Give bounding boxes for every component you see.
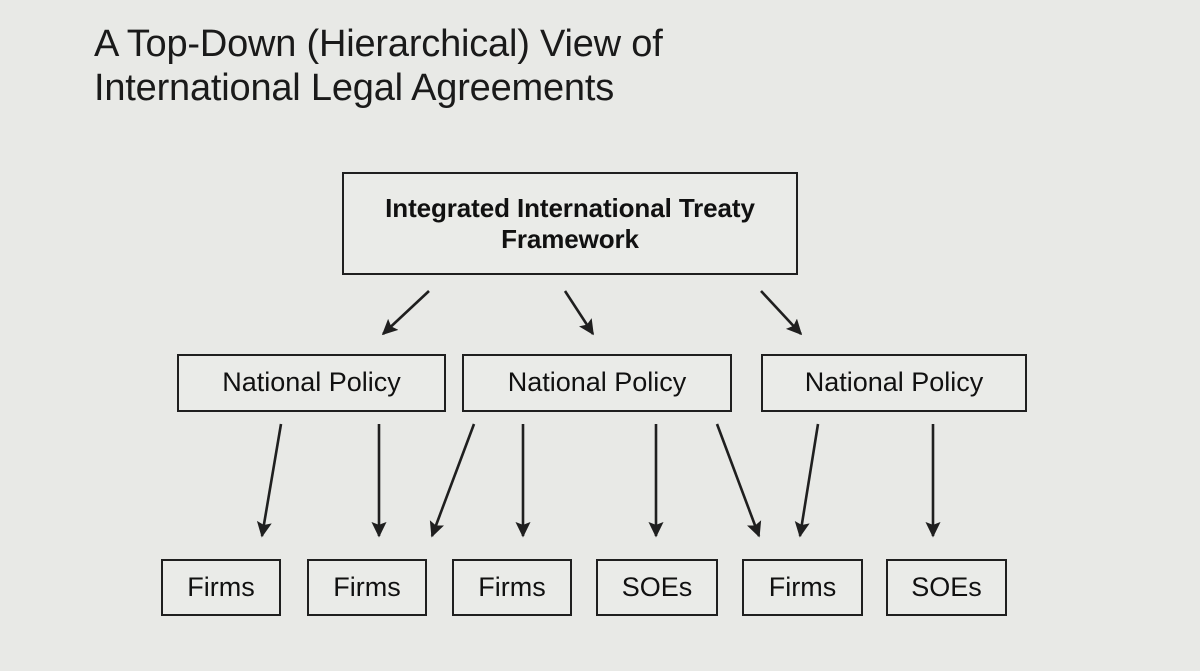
node-leaf-6-label: SOEs <box>911 571 982 602</box>
arrow-policy-2-to-firms-3 <box>429 423 476 538</box>
node-policy-2-label: National Policy <box>507 367 687 398</box>
node-leaf-4-label: SOEs <box>621 571 693 602</box>
node-root-label: Integrated International Treaty Framewor… <box>385 192 755 254</box>
node-leaf-1-label: Firms <box>187 571 255 602</box>
node-leaf-4[interactable]: SOEs <box>596 559 718 616</box>
node-policy-1-label: National Policy <box>222 367 401 398</box>
node-leaf-5[interactable]: Firms <box>742 559 863 616</box>
arrow-policy-3-to-firms-5b <box>794 423 820 538</box>
node-policy-3-label: National Policy <box>804 367 984 398</box>
node-leaf-3[interactable]: Firms <box>452 559 572 616</box>
page-title: A Top-Down (Hierarchical) View of Intern… <box>94 23 663 110</box>
arrow-root-to-policy-1 <box>381 290 430 336</box>
arrow-policy-1-to-firms-1 <box>256 423 283 538</box>
node-leaf-5-label: Firms <box>768 571 837 602</box>
node-leaf-2-label: Firms <box>333 571 401 602</box>
arrow-root-to-policy-3 <box>760 290 803 336</box>
node-leaf-1[interactable]: Firms <box>161 559 281 616</box>
node-leaf-3-label: Firms <box>478 571 546 602</box>
node-national-policy-2[interactable]: National Policy <box>462 354 732 412</box>
node-integrated-international-treaty-framework[interactable]: Integrated International Treaty Framewor… <box>342 172 798 275</box>
arrow-root-to-policy-2 <box>563 290 595 336</box>
node-national-policy-3[interactable]: National Policy <box>761 354 1027 412</box>
node-leaf-6[interactable]: SOEs <box>886 559 1007 616</box>
node-national-policy-1[interactable]: National Policy <box>177 354 446 412</box>
node-leaf-2[interactable]: Firms <box>307 559 427 616</box>
arrow-policy-3-to-firms-5 <box>715 423 762 538</box>
